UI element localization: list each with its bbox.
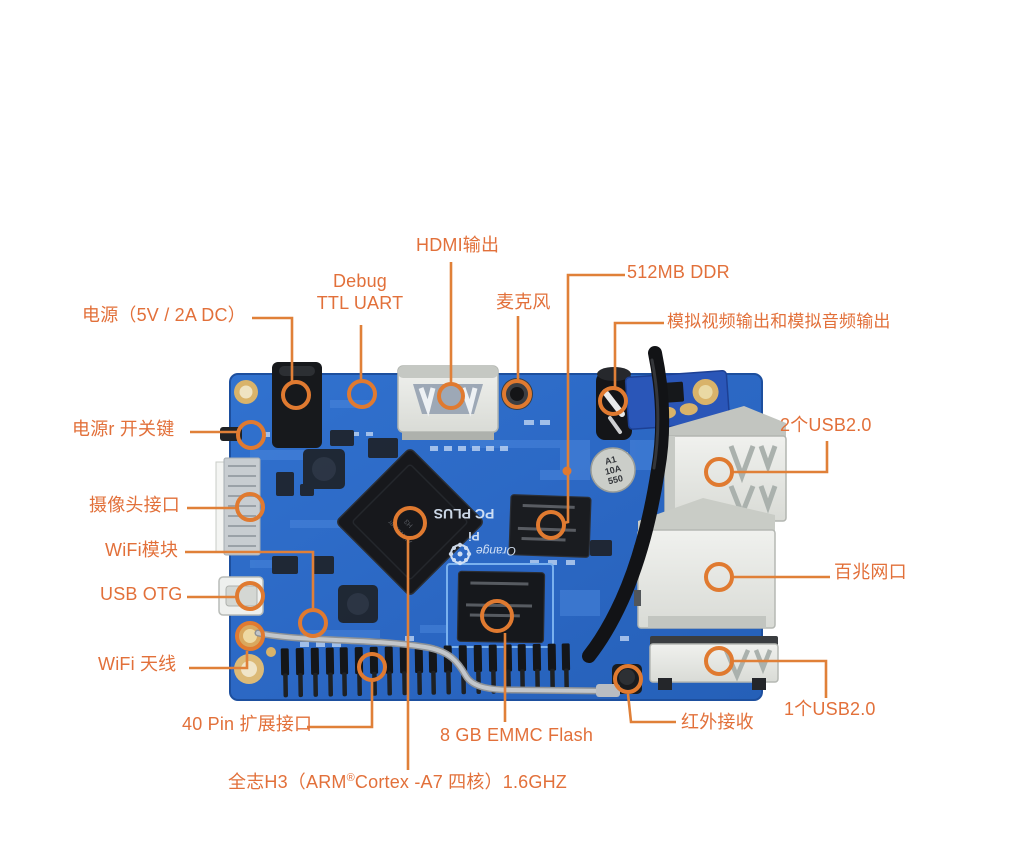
ddr-chip bbox=[508, 494, 592, 558]
callout-rings bbox=[235, 379, 734, 694]
svg-text:550: 550 bbox=[607, 473, 624, 486]
callout-ring-power bbox=[281, 380, 311, 410]
label-av-out: 模拟视频输出和模拟音频输出 bbox=[667, 312, 891, 331]
antenna-rod bbox=[582, 346, 670, 663]
callout-ring-av-out bbox=[598, 386, 628, 416]
callout-line-wifi-module bbox=[185, 550, 315, 609]
callout-line-wifi-antenna bbox=[189, 651, 249, 670]
callout-ring-emmc bbox=[480, 599, 514, 633]
label-power-switch: 电源r 开关键 bbox=[72, 419, 175, 439]
antenna-board bbox=[624, 370, 731, 430]
callout-ring-wifi-module bbox=[298, 608, 328, 638]
label-usb-otg: USB OTG bbox=[100, 584, 183, 604]
callout-ring-debug bbox=[347, 379, 377, 409]
callout-line-usb-dual bbox=[733, 441, 829, 474]
callout-ring-power-switch bbox=[236, 420, 266, 450]
callout-dot-ddr bbox=[562, 466, 572, 476]
label-usb-single: 1个USB2.0 bbox=[784, 699, 876, 719]
callout-ring-usb-dual bbox=[704, 457, 734, 487]
callout-line-ddr bbox=[563, 273, 625, 525]
registered-mark: ® bbox=[346, 772, 355, 784]
label-camera: 摄像头接口 bbox=[89, 495, 180, 515]
silkscreen-logo: PC PLUS Pi Orange bbox=[434, 506, 516, 566]
callout-ring-usb-single bbox=[704, 646, 734, 676]
usb-single-port bbox=[649, 636, 779, 690]
callout-line-av-out bbox=[613, 321, 664, 389]
callout-ring-gpio bbox=[357, 652, 387, 682]
callout-line-ir bbox=[626, 693, 676, 724]
label-hdmi: HDMI输出 bbox=[416, 235, 500, 255]
label-ethernet: 百兆网口 bbox=[834, 562, 907, 582]
callout-ring-hdmi bbox=[437, 382, 465, 410]
label-mic: 麦克风 bbox=[496, 292, 551, 312]
callout-ring-mic bbox=[502, 379, 532, 409]
svg-text:Pi: Pi bbox=[468, 529, 479, 543]
callout-ring-wifi-antenna bbox=[235, 621, 265, 651]
emmc-chip bbox=[446, 563, 554, 648]
callout-lines bbox=[185, 262, 830, 770]
svg-text:PC PLUS: PC PLUS bbox=[434, 506, 495, 522]
callout-ring-soc bbox=[393, 506, 427, 540]
label-ir: 红外接收 bbox=[681, 712, 754, 732]
dc-power-jack bbox=[272, 362, 322, 448]
label-wifi-module: WiFi模块 bbox=[105, 540, 179, 560]
callout-ring-usb-otg bbox=[235, 581, 265, 611]
label-ddr: 512MB DDR bbox=[627, 262, 730, 282]
svg-text:Orange: Orange bbox=[476, 544, 516, 558]
callout-ring-ddr bbox=[536, 510, 566, 540]
svg-text:H3: H3 bbox=[403, 517, 414, 528]
label-soc: 全志H3（ARM®Cortex -A7 四核）1.6GHZ bbox=[228, 772, 567, 792]
label-power: 电源（5V / 2A DC） bbox=[82, 305, 246, 325]
callout-ring-ir bbox=[613, 664, 643, 694]
callout-line-power bbox=[252, 316, 294, 381]
capacitor: A1 10A 550 bbox=[590, 447, 636, 493]
svg-text:A1: A1 bbox=[604, 454, 618, 466]
callout-line-usb-single bbox=[733, 659, 828, 698]
label-gpio: 40 Pin 扩展接口 bbox=[182, 714, 313, 734]
flower-logo-icon bbox=[448, 542, 472, 566]
callout-ring-camera bbox=[235, 492, 265, 522]
label-wifi-antenna: WiFi 天线 bbox=[98, 654, 177, 674]
antenna-cable bbox=[254, 629, 620, 697]
label-debug-uart: Debug TTL UART bbox=[316, 271, 404, 313]
svg-text:10A: 10A bbox=[604, 463, 623, 477]
hdmi-port bbox=[397, 365, 499, 440]
label-emmc: 8 GB EMMC Flash bbox=[440, 725, 594, 745]
label-usb-dual: 2个USB2.0 bbox=[780, 415, 872, 435]
callout-line-gpio bbox=[307, 681, 374, 729]
callout-ring-ethernet bbox=[704, 562, 734, 592]
